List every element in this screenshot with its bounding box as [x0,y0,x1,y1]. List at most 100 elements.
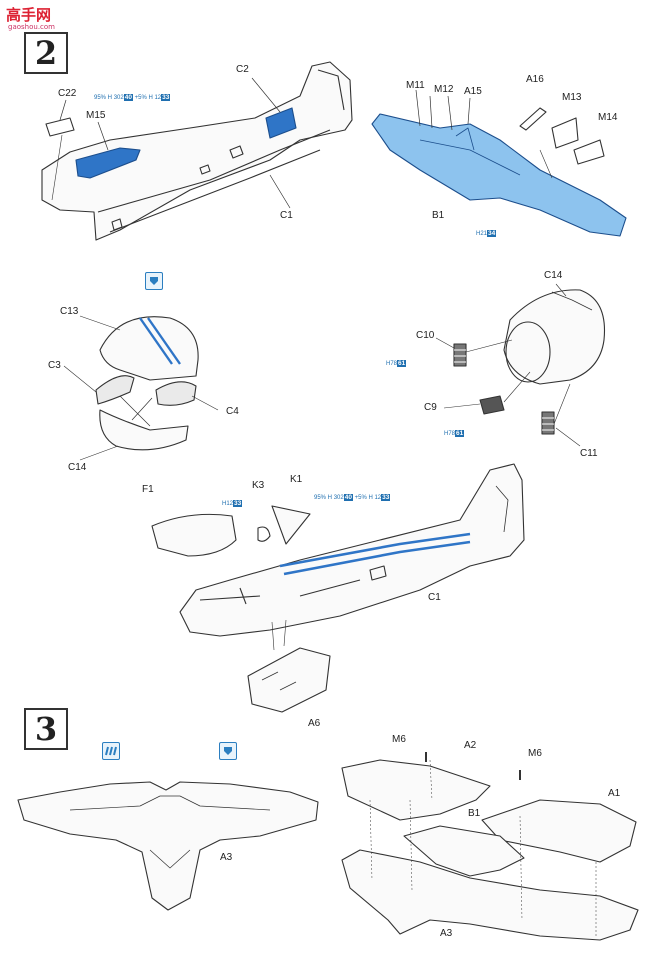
paint-prefix: H [476,231,481,237]
step-2-box: 2 [24,32,68,74]
part-m14 [573,139,605,165]
paint-ref-c10: H7861 [386,360,407,367]
label-a1: A1 [608,788,621,799]
paint-ref-k3: H1233 [222,500,243,507]
paint-code-box: 33 [161,94,171,101]
part-a6 [247,647,331,713]
leader-c1-top [269,174,291,209]
cement-icon [145,272,163,290]
label-b1-bottom: B1 [468,808,481,819]
label-c14-left: C14 [68,462,87,473]
paint-prefix: H [386,361,391,367]
watermark-sub: gaoshou.com [8,23,55,31]
label-c13: C13 [60,306,79,317]
label-m13: M13 [562,92,582,103]
paint-ref-mid: 95% H 30240 +5% H 1233 [314,494,391,501]
part-c9 [479,395,505,415]
part-c2-highlight [265,107,297,139]
label-c1-mid: C1 [428,592,441,603]
paint-prefix: +5% H [354,495,373,501]
label-m14: M14 [598,112,618,123]
label-c11: C11 [580,448,598,459]
part-c10 [453,343,467,367]
label-c14-right: C14 [544,270,563,281]
label-m11: M11 [406,80,425,91]
leader-c22 [59,99,67,121]
part-m15-highlight [75,147,141,179]
engine-c14 [503,289,606,385]
label-a3-left: A3 [220,852,233,863]
label-a15: A15 [464,86,482,97]
watermark-text: 高手网 [6,6,52,24]
paint-code-box: 34 [487,230,497,237]
paint-prefix: 95% H [314,495,333,501]
cement-icon [219,742,237,760]
label-m12: M12 [434,84,454,95]
label-a6: A6 [308,718,321,729]
label-k3: K3 [252,480,265,491]
paint-code-box: 33 [233,500,243,507]
part-c11 [541,411,555,435]
label-c9: C9 [424,402,437,413]
label-a2: A2 [464,740,477,751]
paint-code-box: 61 [397,360,407,367]
wing-b1-bottom [403,825,525,877]
part-m13 [551,117,579,149]
label-m15: M15 [86,110,106,121]
leader-c2 [251,77,281,113]
part-c22 [45,117,75,137]
cowl-c14-lower [99,409,189,451]
paint-code-box: 61 [455,430,465,437]
paint-code-box: 33 [381,494,391,501]
cowl-c13 [99,316,199,381]
step-number: 2 [34,34,58,72]
paint-code: 78 [448,431,456,437]
label-m6-a: M6 [392,734,406,745]
part-k1 [271,505,311,545]
wing-a1 [481,799,637,863]
paint-code: 302 [113,95,124,101]
label-a16: A16 [526,74,544,85]
paint-code-box: 40 [123,94,133,101]
wing-a3-left [17,781,319,911]
paint-code: 21 [480,231,488,237]
label-c22: C22 [58,88,77,99]
fuselage-assembled [179,463,525,637]
label-m6-b: M6 [528,748,542,759]
label-c2: C2 [236,64,249,75]
label-f1: F1 [142,484,154,495]
paint-ref-b1: H2134 [476,230,497,237]
paint-ref-top-left: 95% H 30240 +5% H 1233 [94,94,171,101]
part-a16 [519,107,547,131]
step-number: 3 [34,710,58,748]
label-c3: C3 [48,360,61,371]
paint-code: 12 [374,495,382,501]
paint-prefix: H [444,431,449,437]
wing-a2 [341,759,491,821]
part-b1-top-highlight [371,113,627,237]
step-3-box: 3 [24,708,68,750]
label-a3-right: A3 [440,928,453,939]
paint-code: 302 [333,495,344,501]
paint-code: 78 [390,361,398,367]
flip-side-icon [102,742,120,760]
part-f1 [151,513,237,557]
label-b1-top: B1 [432,210,445,221]
fuselage-half-c1-top [41,61,353,241]
wing-a3-right [341,849,639,941]
label-c4: C4 [226,406,239,417]
paint-prefix: +5% H [134,95,153,101]
paint-code: 12 [226,501,234,507]
leader-m15 [97,121,109,151]
label-c10: C10 [416,330,435,341]
paint-prefix: H [222,501,227,507]
cowl-c3 [95,375,135,405]
paint-ref-c9: H7861 [444,430,465,437]
paint-prefix: 95% H [94,95,113,101]
cowl-c4 [155,381,197,406]
label-c1-top: C1 [280,210,293,221]
part-k3 [257,526,271,542]
label-k1: K1 [290,474,303,485]
assembly-line [51,134,63,201]
